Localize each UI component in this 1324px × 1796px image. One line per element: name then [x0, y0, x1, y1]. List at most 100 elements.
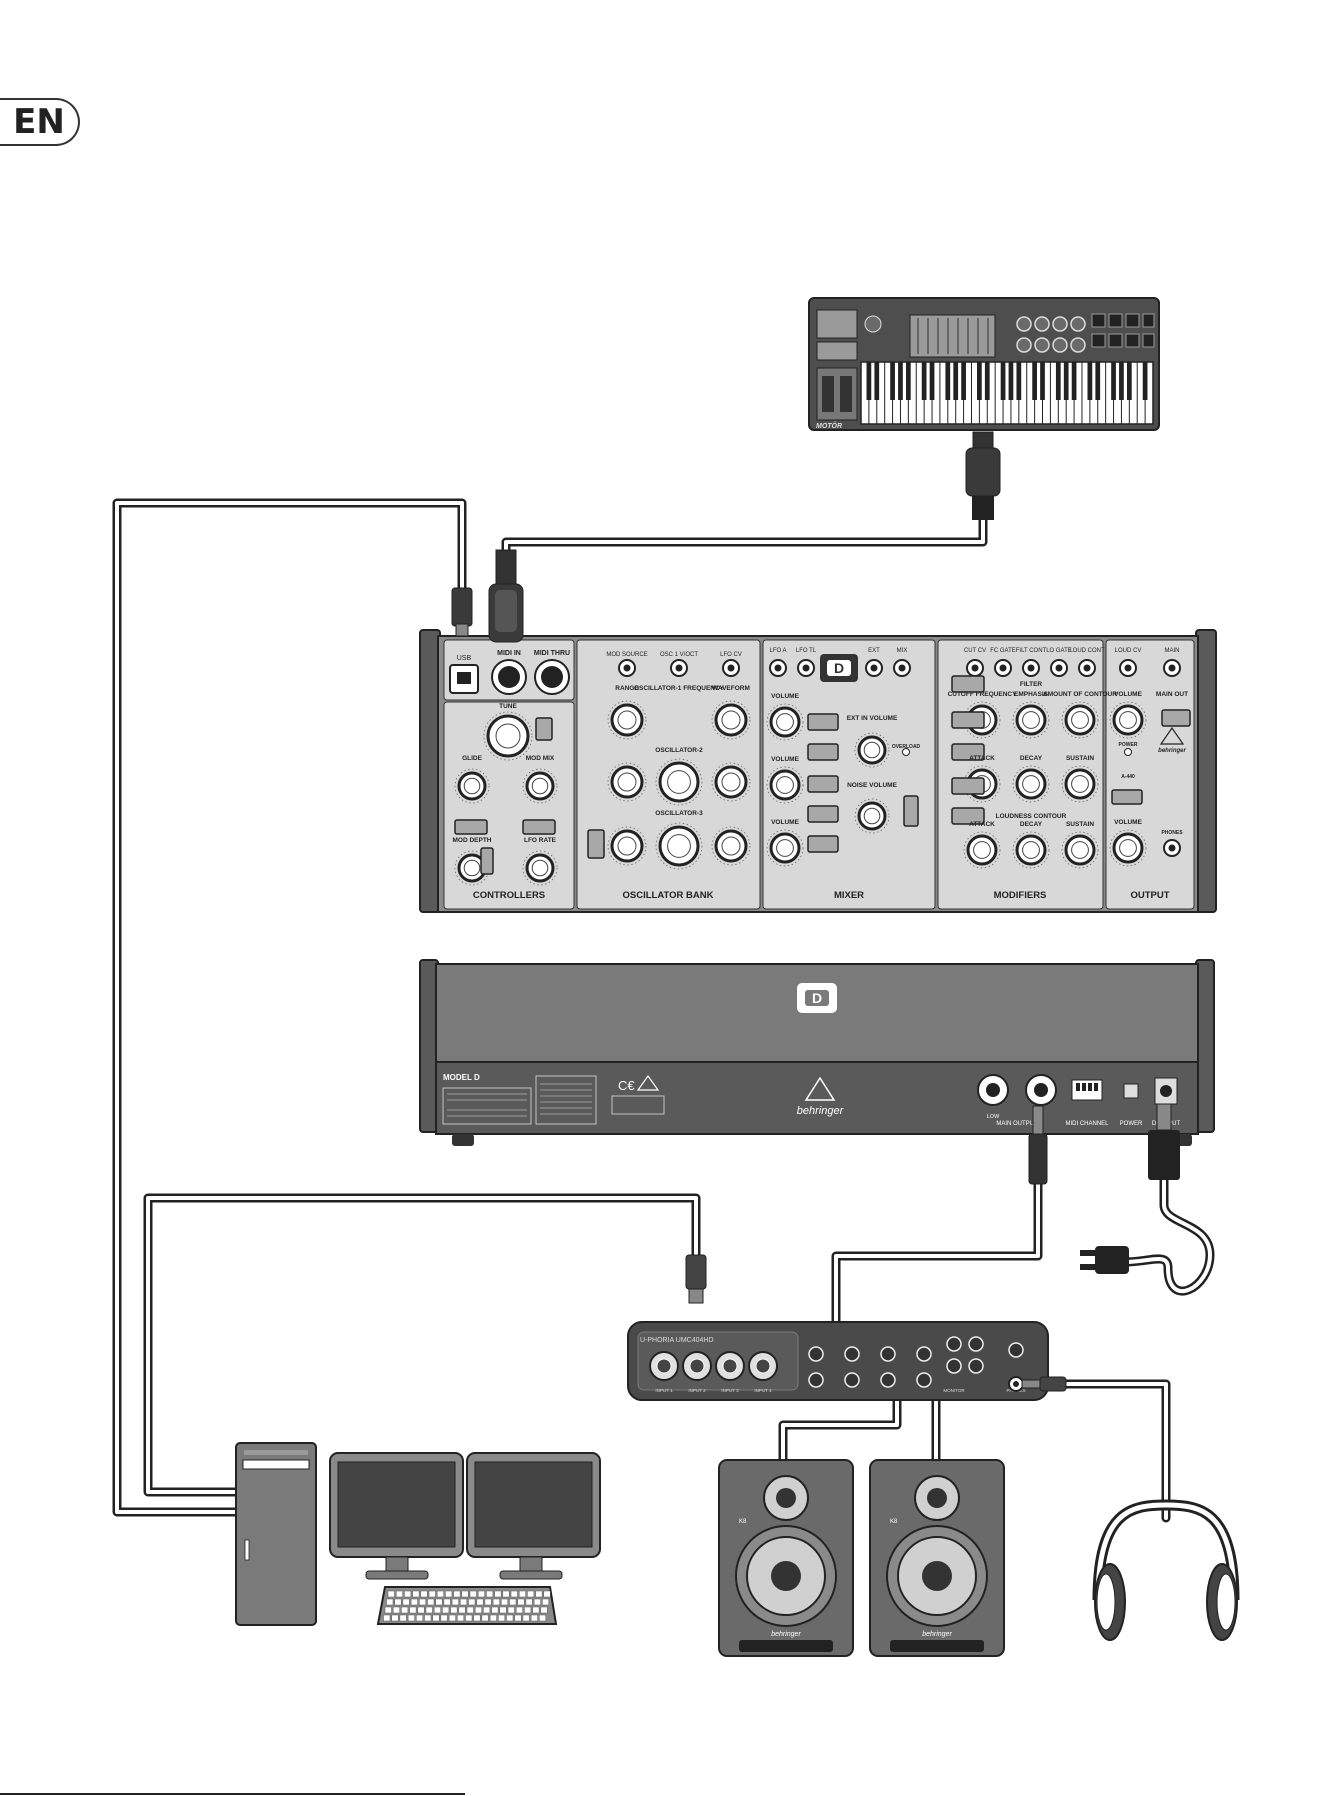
- rocker-switch: [951, 777, 985, 795]
- controllers-section-title: CONTROLLERS: [473, 890, 545, 901]
- pc-key: [492, 1598, 500, 1606]
- black-key: [945, 362, 951, 400]
- rocker-switch: [951, 743, 985, 761]
- interface-knob: [880, 1346, 896, 1362]
- knob-cap: [531, 859, 549, 877]
- knob-scale: [607, 826, 647, 866]
- knob-cap: [667, 834, 691, 858]
- usb-cable-computer-to-interface: [143, 1193, 701, 1497]
- pc-key: [404, 1590, 412, 1598]
- pc-key: [401, 1606, 409, 1614]
- rocker-switch: [535, 717, 553, 741]
- mod-mix-label: MOD MIX: [526, 755, 555, 762]
- black-key: [1095, 362, 1101, 400]
- main-output-plug: [1028, 1105, 1048, 1185]
- pc-key: [387, 1590, 395, 1598]
- knob-scale: [1109, 829, 1147, 867]
- patch-jack-hole: [1027, 664, 1035, 672]
- rocker-switch: [587, 829, 605, 859]
- a440-label: A-440: [1121, 774, 1135, 780]
- black-key: [1142, 362, 1148, 400]
- lfo-rate-label: LFO RATE: [524, 837, 557, 844]
- knob-scale: [1061, 765, 1099, 803]
- keyboard-name: MOTÖR: [816, 421, 842, 430]
- interface-knob: [946, 1336, 962, 1352]
- noise-volume-label: NOISE VOLUME: [847, 782, 898, 789]
- black-key: [1126, 362, 1132, 400]
- pc-key: [457, 1614, 465, 1622]
- audio-cable-synth-to-interface: [831, 1135, 1043, 1333]
- interface-knob: [946, 1358, 962, 1374]
- interface-knob: [880, 1372, 896, 1388]
- knob-cap: [721, 772, 741, 792]
- patch-jack-hole: [774, 664, 782, 672]
- output-section-title: OUTPUT: [1130, 890, 1169, 901]
- pc-key: [498, 1614, 506, 1622]
- combo-input-center: [689, 1358, 705, 1374]
- pc-key: [473, 1614, 481, 1622]
- lfo-a-label: LFO A: [769, 648, 786, 654]
- knob-cap: [463, 777, 481, 795]
- usb-cable-computer-to-synth: [112, 498, 467, 1517]
- power-switch-label: POWER: [1120, 1121, 1143, 1127]
- knob-scale: [1012, 765, 1050, 803]
- pc-key: [533, 1598, 541, 1606]
- knob-cap: [617, 710, 637, 730]
- patch-jack-hole: [675, 664, 683, 672]
- pc-key: [394, 1598, 402, 1606]
- overload-label: OVERLOAD: [892, 744, 921, 750]
- knob-cap: [495, 723, 521, 749]
- midi-thru-label: MIDI THRU: [534, 650, 570, 657]
- black-key: [1000, 362, 1006, 400]
- pc-key: [517, 1598, 525, 1606]
- tune-label: TUNE: [499, 703, 517, 710]
- volume-3-label: VOLUME: [771, 819, 799, 826]
- knob-cap: [617, 772, 637, 792]
- speaker-brand-text: behringer: [771, 1631, 801, 1638]
- pc-key: [484, 1598, 492, 1606]
- monitor-label: MONITOR: [943, 1388, 965, 1393]
- black-key: [1087, 362, 1093, 400]
- black-key: [874, 362, 880, 400]
- knob-scale: [483, 711, 533, 761]
- midi-in-label: MIDI IN: [497, 650, 521, 657]
- input-1-label: INPUT 1: [655, 1388, 673, 1393]
- osc1-frequency-label: OSCILLATOR-1 FREQUENCY: [634, 685, 725, 692]
- mixer-section-title: MIXER: [834, 890, 864, 901]
- pc-key: [515, 1606, 523, 1614]
- pc-key: [416, 1614, 424, 1622]
- patch-jack-hole: [999, 664, 1007, 672]
- pc-key: [540, 1606, 548, 1614]
- pc-key: [427, 1598, 435, 1606]
- lfo-cv-label: LFO CV: [720, 652, 742, 658]
- filter-label: FILTER: [1020, 681, 1043, 688]
- pc-key: [436, 1590, 444, 1598]
- knob-cap: [1022, 775, 1040, 793]
- pc-key: [445, 1590, 453, 1598]
- computer-keyboard: [376, 1586, 558, 1625]
- black-key: [1040, 362, 1045, 400]
- knob-scale: [1012, 831, 1050, 869]
- modifiers-section-title: MODIFIERS: [994, 890, 1047, 901]
- pc-key: [458, 1606, 466, 1614]
- headphone-cable: [1055, 1379, 1171, 1523]
- power-label: POWER: [1119, 742, 1138, 748]
- input-4-label: INPUT 4: [754, 1388, 772, 1393]
- low-label: LOW: [987, 1114, 1000, 1120]
- interface-knob: [1008, 1342, 1024, 1358]
- patch-jack-hole: [870, 664, 878, 672]
- combo-input-center: [722, 1358, 738, 1374]
- knob-scale: [854, 798, 890, 834]
- knob-cap: [776, 776, 794, 794]
- pc-key: [527, 1590, 535, 1598]
- black-key: [1032, 362, 1037, 400]
- black-key: [1111, 362, 1116, 400]
- knob-scale: [766, 766, 804, 804]
- patch-jack-hole: [727, 664, 735, 672]
- speaker-brand-text: behringer: [922, 1631, 952, 1638]
- rocker-switch: [807, 713, 839, 731]
- desktop-computer: [235, 1442, 317, 1626]
- pc-key: [425, 1606, 433, 1614]
- black-key: [1119, 362, 1124, 400]
- interface-knob: [916, 1346, 932, 1362]
